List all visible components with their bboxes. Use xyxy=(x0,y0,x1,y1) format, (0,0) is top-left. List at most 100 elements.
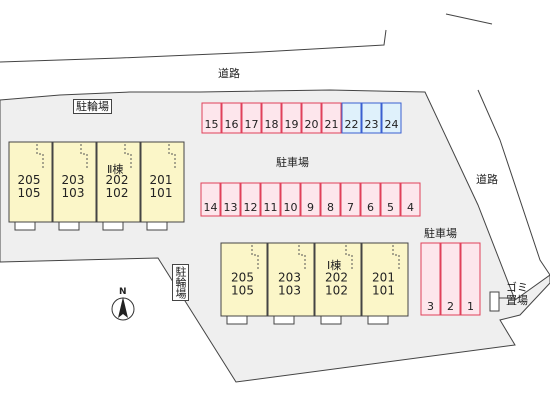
road-edge-small-top xyxy=(445,13,493,25)
parking-stall-4 xyxy=(400,182,421,217)
parking-stall-9 xyxy=(300,182,321,217)
building-1-unit-203-entrance xyxy=(273,315,295,325)
building-2-unit-202-entrance xyxy=(102,221,124,231)
building-2-unit-201-stair xyxy=(168,144,176,170)
building-1-unit-205-entrance xyxy=(226,315,248,325)
parking-stall-2 xyxy=(440,242,461,316)
parking-stall-24 xyxy=(381,102,402,134)
building-1-unit-201-stair xyxy=(392,245,400,271)
building-1-unit-202-upper: 202 xyxy=(325,271,348,285)
parking-stall-4-number: 4 xyxy=(407,201,414,214)
building-2-unit-205 xyxy=(8,141,53,223)
parking-stall-13-number: 13 xyxy=(224,201,238,214)
road-label-top: 道路 xyxy=(218,67,240,80)
parking-stall-12 xyxy=(240,182,261,217)
parking-stall-16-number: 16 xyxy=(225,118,239,131)
parking-stall-8 xyxy=(320,182,341,217)
building-2-unit-203-stair xyxy=(80,144,88,170)
parking-stall-13 xyxy=(220,182,241,217)
building-2-unit-205-upper: 205 xyxy=(18,173,41,187)
building-2-unit-205-stair xyxy=(36,144,44,170)
parking-stall-19-number: 19 xyxy=(285,118,299,131)
parking-stall-18-number: 18 xyxy=(265,118,279,131)
garbage-box xyxy=(489,291,500,312)
building-2-unit-201-upper: 201 xyxy=(150,173,173,187)
building-1-unit-203-upper: 203 xyxy=(278,271,301,285)
building-2-unit-202-stair xyxy=(124,144,132,170)
building-2-unit-202-lower: 102 xyxy=(106,186,129,200)
parking-stall-5-number: 5 xyxy=(387,201,394,214)
building-1-unit-203 xyxy=(267,242,315,317)
building-1-unit-205 xyxy=(220,242,268,317)
building-1-unit-201-entrance xyxy=(367,315,389,325)
building-1-unit-205-upper: 205 xyxy=(231,271,254,285)
parking-stall-24-number: 24 xyxy=(385,118,399,131)
parking-stall-21-number: 21 xyxy=(325,118,339,131)
building-2-unit-205-entrance xyxy=(14,221,36,231)
building-1-unit-203-stair xyxy=(298,245,306,271)
garbage-label: ゴミ置場 xyxy=(506,281,528,307)
building-2-unit-203 xyxy=(52,141,97,223)
parking-stall-6 xyxy=(360,182,381,217)
parking-stall-5 xyxy=(380,182,401,217)
parking-stall-21 xyxy=(321,102,342,134)
parking-stall-22 xyxy=(341,102,362,134)
parking-stall-10-number: 10 xyxy=(284,201,298,214)
parking-stall-20-number: 20 xyxy=(305,118,319,131)
building-1-unit-203-lower: 103 xyxy=(278,284,301,298)
parking-stall-15-number: 15 xyxy=(205,118,219,131)
building-2-unit-203-entrance xyxy=(58,221,80,231)
parking-stall-11-number: 11 xyxy=(264,201,278,214)
bicycle-parking-label-top: 駐輪場 xyxy=(73,99,112,114)
building-1-unit-202-lower: 102 xyxy=(325,284,348,298)
road-edge-right xyxy=(477,89,550,276)
parking-stall-22-number: 22 xyxy=(345,118,359,131)
parking-stall-8-number: 8 xyxy=(327,201,334,214)
building-1-label: Ⅰ棟 xyxy=(327,259,342,272)
parking-stall-12-number: 12 xyxy=(244,201,258,214)
parking-stall-20 xyxy=(301,102,322,134)
building-1-unit-202-entrance xyxy=(320,315,342,325)
parking-stall-17-number: 17 xyxy=(245,118,259,131)
parking-label-right: 駐車場 xyxy=(424,227,457,240)
parking-stall-2-number: 2 xyxy=(447,300,454,313)
parking-stall-7-number: 7 xyxy=(347,201,354,214)
building-1-unit-205-stair xyxy=(251,245,259,271)
parking-stall-11 xyxy=(260,182,281,217)
parking-stall-7 xyxy=(340,182,361,217)
building-1-unit-202-stair xyxy=(345,245,353,271)
north-arrow xyxy=(111,297,135,321)
building-2-unit-203-lower: 103 xyxy=(62,186,85,200)
parking-stall-3-number: 3 xyxy=(427,300,434,313)
road-edge-top xyxy=(0,29,387,63)
parking-stall-6-number: 6 xyxy=(367,201,374,214)
parking-stall-18 xyxy=(261,102,282,134)
parking-stall-23-number: 23 xyxy=(365,118,379,131)
parking-stall-15 xyxy=(201,102,222,134)
parking-stall-14-number: 14 xyxy=(204,201,218,214)
parking-stall-19 xyxy=(281,102,302,134)
building-1-unit-201 xyxy=(361,242,409,317)
parking-stall-1-number: 1 xyxy=(467,300,474,313)
building-2-unit-202-upper: 202 xyxy=(106,173,129,187)
parking-stall-23 xyxy=(361,102,382,134)
parking-label-center: 駐車場 xyxy=(276,156,309,169)
parking-stall-16 xyxy=(221,102,242,134)
building-2-unit-202 xyxy=(96,141,141,223)
building-2-unit-203-upper: 203 xyxy=(62,173,85,187)
building-1-unit-201-upper: 201 xyxy=(372,271,395,285)
building-2-label: Ⅱ棟 xyxy=(107,163,124,176)
parking-stall-17 xyxy=(241,102,262,134)
site-ground xyxy=(0,89,550,383)
building-2-unit-201-entrance xyxy=(146,221,168,231)
building-1-unit-205-lower: 105 xyxy=(231,284,254,298)
parking-stall-9-number: 9 xyxy=(307,201,314,214)
parking-stall-3 xyxy=(420,242,441,316)
parking-stall-14 xyxy=(200,182,221,217)
parking-row-top: 15 16 17 18 19 20 21 22 23 24 xyxy=(201,102,402,134)
